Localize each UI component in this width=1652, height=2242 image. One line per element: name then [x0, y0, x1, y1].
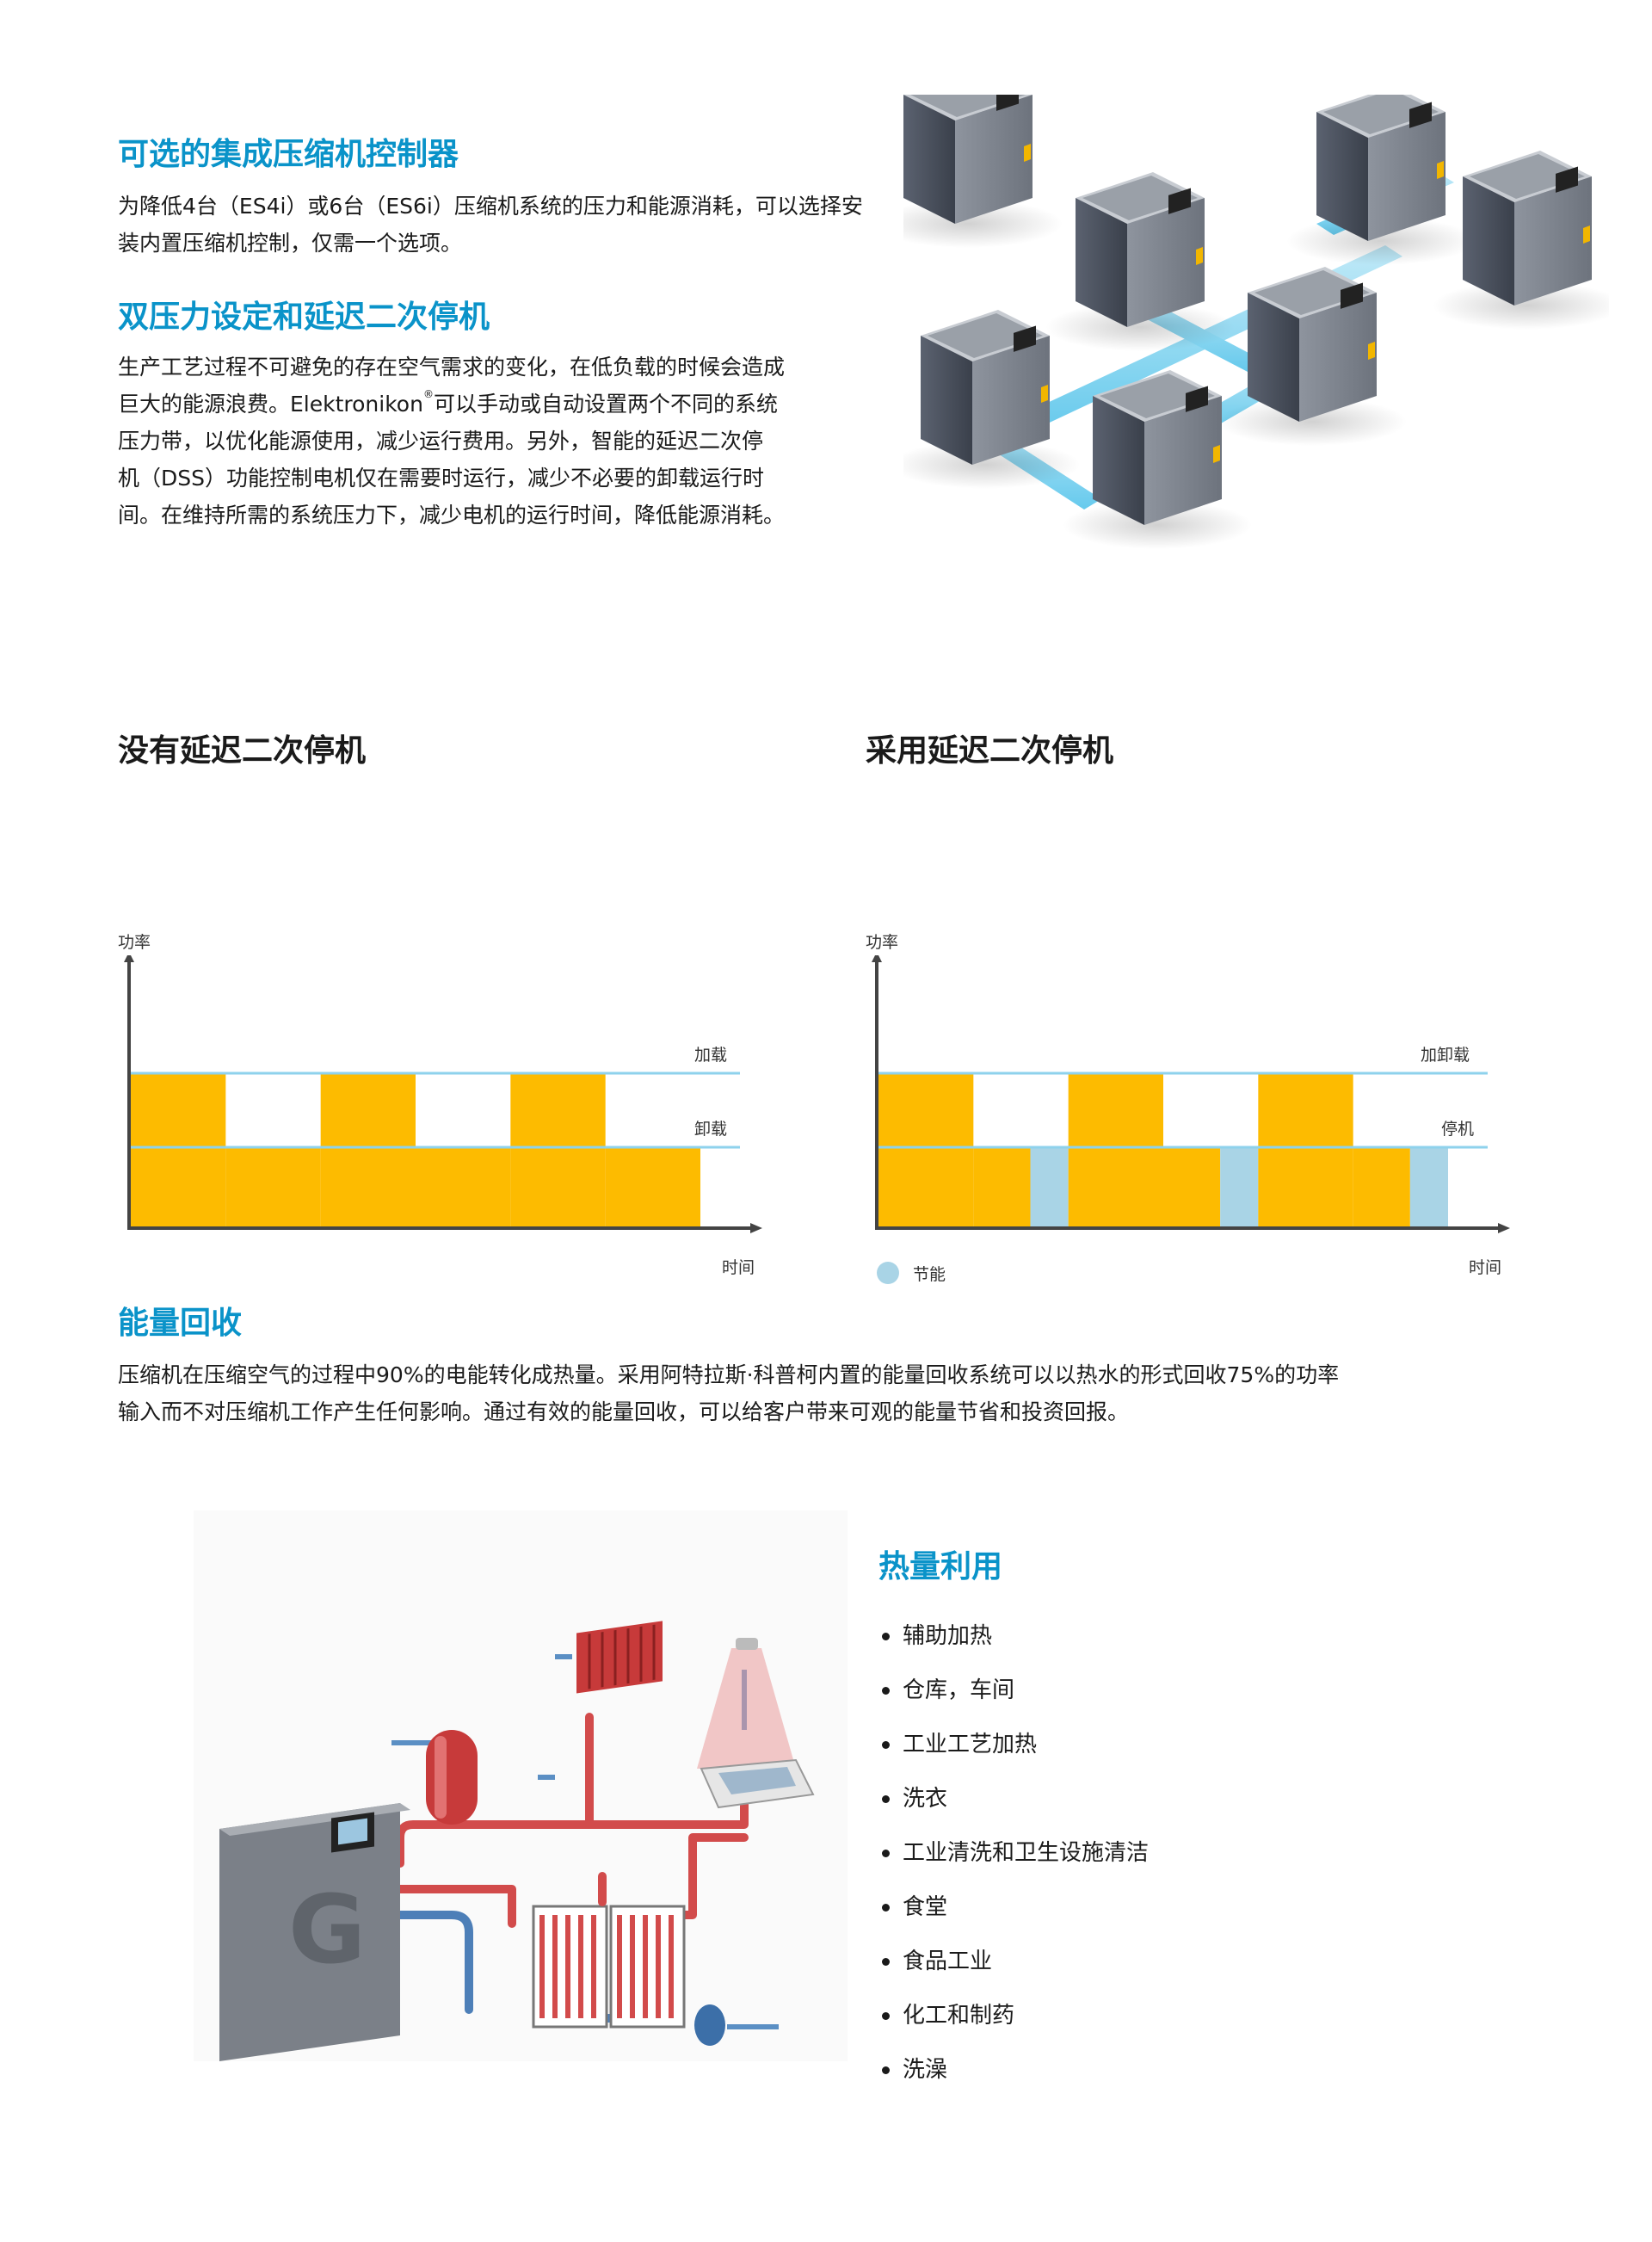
chart2-xlabel: 时间 — [1469, 1258, 1502, 1277]
chart2-segment-saving-8 — [1409, 1147, 1448, 1226]
dss-line-2a: 巨大的能源浪费。Elektronikon — [118, 392, 423, 417]
chart-title-without-dss: 没有延迟二次停机 — [118, 733, 367, 769]
chart1-segment-power-1 — [225, 1147, 321, 1226]
chart1-segment-power-3 — [416, 1147, 511, 1226]
chart-title-with-dss: 采用延迟二次停机 — [866, 733, 1114, 769]
chart1-ylabel: 功率 — [118, 933, 151, 952]
section-title-heat: 热量利用 — [878, 1549, 1003, 1584]
chart1-x-arrow — [750, 1223, 762, 1233]
dss-paragraph: 生产工艺过程不可避免的存在空气需求的变化，在低负载的时候会造成 巨大的能源浪费。… — [118, 349, 909, 534]
chart1-y-arrow — [124, 955, 134, 962]
dss-line-2: 巨大的能源浪费。Elektronikon®可以手动或自动设置两个不同的系统 — [118, 386, 909, 423]
chart2-segment-power-1 — [973, 1147, 1031, 1226]
dss-line-1: 生产工艺过程不可避免的存在空气需求的变化，在低负载的时候会造成 — [118, 355, 786, 380]
chart-without-dss — [124, 955, 762, 1233]
chart1-bars — [131, 1073, 700, 1226]
air-compressor: G — [219, 1803, 410, 2061]
chart1-segment-power-2 — [320, 1073, 416, 1226]
dss-line-3: 压力带，以优化能源使用，减少运行费用。另外，智能的延迟二次停 — [118, 429, 764, 454]
list-item: 洗衣 — [878, 1772, 1481, 1826]
energy-paragraph: 压缩机在压缩空气的过程中90%的电能转化成热量。采用阿特拉斯·科普柯内置的能量回… — [118, 1356, 1563, 1430]
compressor-unit-3 — [1045, 172, 1235, 351]
legend-saving-label: 节能 — [913, 1265, 946, 1284]
controller-paragraph: 为降低4台（ES4i）或6台（ES6i）压缩机系统的压力和能源消耗，可以选择安 … — [118, 188, 978, 262]
chart2-segment-power-7 — [1353, 1147, 1410, 1226]
radiator — [576, 1621, 663, 1694]
chart-with-dss — [872, 955, 1510, 1233]
chart2-x-arrow — [1498, 1223, 1510, 1233]
heat-recovery-illustration: G — [194, 1510, 848, 2061]
dss-line-2b: 可以手动或自动设置两个不同的系统 — [433, 392, 778, 417]
chart2-segment-power-6 — [1258, 1073, 1353, 1226]
dss-line-4: 机（DSS）功能控制电机仅在需要时运行，减少不必要的卸载运行时 — [118, 466, 764, 491]
list-item: 工业清洗和卫生设施清洁 — [878, 1826, 1481, 1881]
chart2-y-arrow — [872, 955, 882, 962]
section-title-controller: 可选的集成压缩机控制器 — [118, 137, 459, 172]
chart1-level-unload-label: 卸载 — [694, 1120, 728, 1139]
chart2-segment-saving-5 — [1220, 1147, 1259, 1226]
heat-exchanger — [532, 1872, 686, 2029]
expansion-tank — [694, 2004, 725, 2046]
chart1-xlabel: 时间 — [722, 1258, 755, 1277]
energy-line-2: 输入而不对压缩机工作产生任何影响。通过有效的能量回收，可以给客户带来可观的能量节… — [118, 1399, 1130, 1424]
shower-basin — [697, 1638, 815, 1809]
chart1-segment-power-0 — [131, 1073, 226, 1226]
chart1-segment-power-5 — [605, 1147, 700, 1226]
chart2-ylabel: 功率 — [866, 933, 899, 952]
list-item: 食品工业 — [878, 1935, 1481, 1989]
section-title-energy: 能量回收 — [118, 1306, 243, 1341]
list-item: 化工和制药 — [878, 1989, 1481, 2043]
compressor-unit — [903, 95, 1063, 248]
chart1-level-load-label: 加载 — [694, 1046, 728, 1065]
controller-line-1: 为降低4台（ES4i）或6台（ES6i）压缩机系统的压力和能源消耗，可以选择安 — [118, 194, 863, 219]
chart1-segment-power-4 — [510, 1073, 606, 1226]
heat-uses-list: 辅助加热 仓库，车间 工业工艺加热 洗衣 工业清洗和卫生设施清洁 食堂 食品工业… — [878, 1609, 1481, 2097]
trademark-mark: ® — [422, 388, 434, 400]
controller-line-2: 装内置压缩机控制，仅需一个选项。 — [118, 231, 463, 256]
list-item: 仓库，车间 — [878, 1664, 1481, 1718]
chart2-segment-power-0 — [878, 1073, 974, 1226]
legend-saving-swatch — [877, 1262, 899, 1284]
chart2-level-loadunload-label: 加卸载 — [1421, 1046, 1470, 1065]
list-item: 工业工艺加热 — [878, 1718, 1481, 1772]
chart2-segment-saving-2 — [1030, 1147, 1069, 1226]
section-title-dss: 双压力设定和延迟二次停机 — [118, 300, 490, 335]
chart2-level-stop-label: 停机 — [1441, 1120, 1475, 1139]
chart2-bars — [878, 1073, 1448, 1226]
list-item: 食堂 — [878, 1881, 1481, 1935]
compressor-network-illustration — [903, 95, 1609, 549]
list-item: 辅助加热 — [878, 1609, 1481, 1664]
boiler-tank — [426, 1730, 478, 1825]
dss-line-5: 间。在维持所需的系统压力下，减少电机的运行时间，降低能源消耗。 — [118, 503, 786, 528]
energy-line-1: 压缩机在压缩空气的过程中90%的电能转化成热量。采用阿特拉斯·科普柯内置的能量回… — [118, 1362, 1340, 1387]
list-item: 洗澡 — [878, 2043, 1481, 2097]
chart2-segment-power-3 — [1068, 1073, 1163, 1226]
compressor-logo-letter: G — [288, 1875, 366, 1985]
chart2-segment-power-4 — [1163, 1147, 1221, 1226]
